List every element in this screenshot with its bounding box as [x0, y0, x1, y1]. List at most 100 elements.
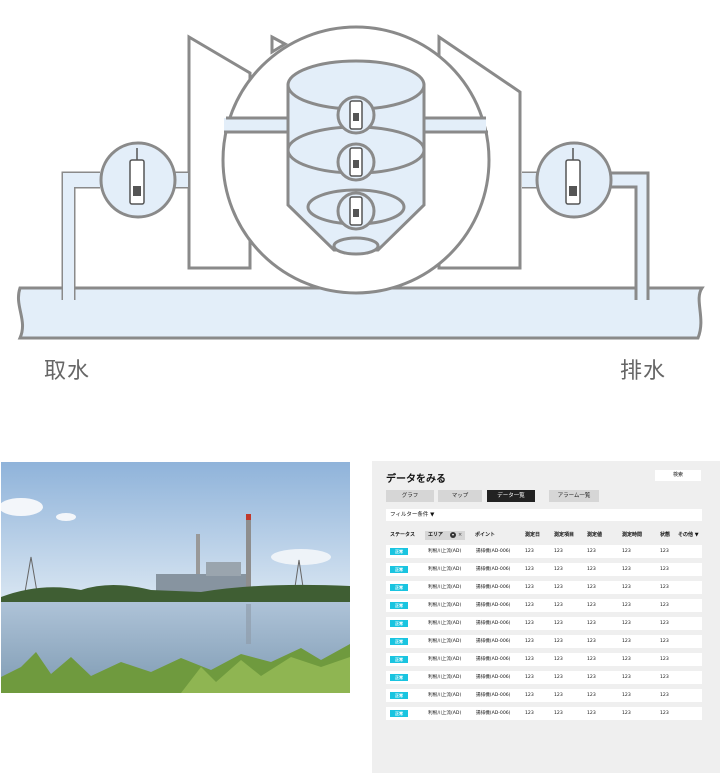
cell-value: 123: [587, 675, 596, 680]
cell-state: 123: [660, 621, 669, 626]
cell-area: 利根川上流(AD): [428, 657, 462, 662]
data-view-panel: データをみる 検索 グラフ マップ データ一覧 アラーム一覧 フィルター条件 ▼…: [372, 461, 720, 773]
cell-date: 123: [525, 621, 534, 626]
cell-area: 利根川上流(AD): [428, 675, 462, 680]
filter-dropdown[interactable]: フィルター条件 ▼: [386, 509, 702, 521]
tab-graph[interactable]: グラフ: [386, 490, 434, 502]
cell-item: 123: [554, 657, 563, 662]
cell-item: 123: [554, 621, 563, 626]
cell-date: 123: [525, 585, 534, 590]
cell-value: 123: [587, 549, 596, 554]
cell-item: 123: [554, 675, 563, 680]
col-value: 測定値: [587, 532, 603, 538]
cell-area: 利根川上流(AD): [428, 585, 462, 590]
cell-value: 123: [587, 621, 596, 626]
col-area[interactable]: エリア ▾ ×: [425, 531, 465, 540]
cell-area: 利根川上流(AD): [428, 621, 462, 626]
cell-time: 123: [622, 693, 631, 698]
status-badge: 正常: [390, 584, 408, 591]
col-item: 測定項目: [554, 532, 575, 538]
cell-area: 利根川上流(AD): [428, 549, 462, 554]
cell-state: 123: [660, 549, 669, 554]
cell-time: 123: [622, 603, 631, 608]
table-row[interactable]: 正常 利根川上流(AD) 揚排機(AD-006) 123 123 123 123 123: [386, 617, 702, 630]
search-button[interactable]: 検索: [655, 470, 701, 481]
cell-state: 123: [660, 639, 669, 644]
cell-time: 123: [622, 567, 631, 572]
chevron-down-icon[interactable]: ▾: [450, 532, 456, 538]
cell-point: 揚排機(AD-006): [476, 693, 511, 698]
left-building-roof: [270, 34, 289, 55]
river-band: [17, 286, 705, 340]
col-other[interactable]: その他 ▼: [678, 532, 699, 538]
cell-time: 123: [622, 585, 631, 590]
cell-point: 揚排機(AD-006): [476, 603, 511, 608]
cell-state: 123: [660, 675, 669, 680]
cell-item: 123: [554, 603, 563, 608]
cell-time: 123: [622, 675, 631, 680]
cell-value: 123: [587, 567, 596, 572]
cell-value: 123: [587, 585, 596, 590]
discharge-pipe-fill: [611, 173, 648, 300]
status-badge: 正常: [390, 638, 408, 645]
cell-point: 揚排機(AD-006): [476, 621, 511, 626]
cell-date: 123: [525, 549, 534, 554]
cell-state: 123: [660, 567, 669, 572]
col-time: 測定時間: [622, 532, 643, 538]
cell-state: 123: [660, 693, 669, 698]
cell-date: 123: [525, 603, 534, 608]
status-badge: 正常: [390, 620, 408, 627]
cell-state: 123: [660, 603, 669, 608]
status-badge: 正常: [390, 602, 408, 609]
cell-point: 揚排機(AD-006): [476, 585, 511, 590]
table-row[interactable]: 正常 利根川上流(AD) 揚排機(AD-006) 123 123 123 123 123: [386, 545, 702, 558]
cell-state: 123: [660, 657, 669, 662]
status-badge: 正常: [390, 566, 408, 573]
discharge-label: 排水: [620, 359, 667, 384]
cell-point: 揚排機(AD-006): [476, 657, 511, 662]
cell-value: 123: [587, 603, 596, 608]
tab-map[interactable]: マップ: [438, 490, 482, 502]
cell-state: 123: [660, 711, 669, 716]
cell-point: 揚排機(AD-006): [476, 675, 511, 680]
status-badge: 正常: [390, 548, 408, 555]
cell-area: 利根川上流(AD): [428, 639, 462, 644]
sensor-icons: [129, 100, 581, 226]
cell-time: 123: [622, 621, 631, 626]
cell-item: 123: [554, 549, 563, 554]
water-process-diagram: [17, 25, 705, 340]
col-date: 測定日: [525, 532, 541, 538]
table-row[interactable]: 正常 利根川上流(AD) 揚排機(AD-006) 123 123 123 123 123: [386, 581, 702, 594]
cell-date: 123: [525, 639, 534, 644]
tab-alarm-list[interactable]: アラーム一覧: [549, 490, 599, 502]
cell-value: 123: [587, 639, 596, 644]
status-badge: 正常: [390, 692, 408, 699]
col-state: 状態: [660, 532, 671, 538]
cell-area: 利根川上流(AD): [428, 567, 462, 572]
cell-point: 揚排機(AD-006): [476, 639, 511, 644]
cell-item: 123: [554, 639, 563, 644]
power-plant-photo: [1, 462, 350, 693]
col-area-label: エリア: [428, 532, 444, 538]
intake-label: 取水: [44, 359, 91, 384]
cell-item: 123: [554, 585, 563, 590]
cell-date: 123: [525, 711, 534, 716]
tab-data-list[interactable]: データ一覧: [487, 490, 535, 502]
cell-time: 123: [622, 549, 631, 554]
cell-item: 123: [554, 693, 563, 698]
cell-state: 123: [660, 585, 669, 590]
cell-point: 揚排機(AD-006): [476, 711, 511, 716]
cell-point: 揚排機(AD-006): [476, 549, 511, 554]
cell-point: 揚排機(AD-006): [476, 567, 511, 572]
cell-value: 123: [587, 693, 596, 698]
col-status: ステータス: [390, 532, 416, 538]
cell-date: 123: [525, 567, 534, 572]
close-icon[interactable]: ×: [458, 532, 463, 538]
